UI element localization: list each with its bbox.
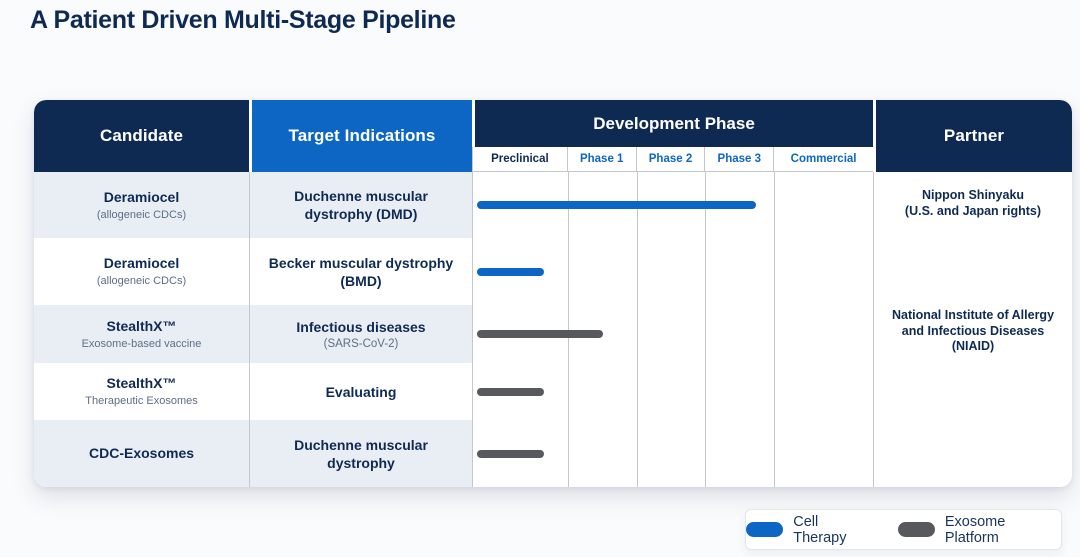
target-text: Duchenne muscular [294,188,428,204]
target-text: Evaluating [325,383,397,400]
phase-subheader-phase2: Phase 2 [637,147,706,171]
legend-label: Cell Therapy [793,513,847,546]
legend-label: Exosome Platform [944,513,1006,546]
column-divider [636,172,638,487]
target-text: Duchenne muscular [294,436,428,453]
development-phase-column: Development Phase Preclinical Phase 1 Ph… [472,100,873,487]
candidate-name: StealthX™ [106,375,177,391]
progress-bar-exosome-platform [477,387,544,396]
partner-header: Partner [873,100,1072,172]
target-text: dystrophy (DMD) [304,206,418,222]
target-cell: Evaluating [250,363,472,420]
phase-subheader-phase1: Phase 1 [568,147,637,171]
target-indications-column: Target Indications Duchenne muscular dys… [249,100,472,487]
progress-bar-exosome-platform [477,449,544,458]
column-divider [774,172,776,487]
progress-bar-exosome-platform [477,330,603,338]
phase-subheader-commercial: Commercial [790,153,857,165]
candidate-header: Candidate [34,100,249,172]
partner-text: Nippon Shinyaku [921,188,1025,202]
candidate-subtitle: Therapeutic Exosomes [85,395,198,407]
partner-text: and Infectious Diseases [901,323,1045,338]
target-text: dystrophy [327,454,395,471]
partner-entry: Nippon Shinyaku (U.S. and Japan rights) [882,188,1064,219]
candidate-cell: CDC-Exosomes [34,420,249,487]
target-cell: Infectious diseases (SARS-CoV-2) [250,305,472,363]
phase-row [473,305,873,363]
pipeline-table: Candidate Deramiocel (allogeneic CDCs) D… [34,100,1072,487]
candidate-cell: StealthX™ Exosome-based vaccine [34,305,249,363]
candidate-subtitle: (allogeneic CDCs) [96,275,187,287]
candidate-name: Deramiocel [103,255,180,271]
candidate-column: Candidate Deramiocel (allogeneic CDCs) D… [34,100,249,487]
target-cell: Duchenne muscular dystrophy [250,420,472,487]
target-cell: Becker muscular dystrophy (BMD) [250,238,472,305]
phase-row [473,420,873,487]
exosome-platform-swatch-icon [897,522,935,537]
phase-subheader-phase3: Phase 3 [705,147,775,171]
legend-item-exosome-platform: Exosome Platform [897,513,1061,546]
candidate-subtitle: Exosome-based vaccine [81,337,202,350]
partner-text: (NIAID) [951,339,995,353]
candidate-name: Deramiocel [103,188,180,205]
progress-bar-cell-therapy [477,201,757,209]
partner-entry: National Institute of Allergy and Infect… [882,308,1064,355]
candidate-cell: StealthX™ Therapeutic Exosomes [34,363,249,420]
legend-item-cell-therapy: Cell Therapy [746,514,874,546]
target-indications-header: Target Indications [249,100,472,172]
target-text: Becker muscular dystrophy [268,254,454,271]
candidate-name: StealthX™ [106,317,177,334]
target-cell: Duchenne muscular dystrophy (DMD) [250,172,472,238]
development-phase-header: Development Phase [472,100,873,147]
phase-row [473,363,873,420]
target-text: (BMD) [340,272,382,289]
partner-column: Partner Nippon Shinyaku (U.S. and Japan … [873,100,1072,487]
page-title: A Patient Driven Multi-Stage Pipeline [30,6,456,34]
candidate-name: CDC-Exosomes [88,445,195,461]
partner-text: National Institute of Allergy [891,308,1055,322]
target-text: Infectious diseases [296,318,426,335]
column-divider [705,172,707,487]
column-divider [567,172,569,487]
phase-subheader-preclinical: Preclinical [473,147,568,171]
candidate-cell: Deramiocel (allogeneic CDCs) [34,172,249,238]
phase-grid [472,172,873,487]
cell-therapy-swatch-icon [746,522,784,537]
partner-text: (U.S. and Japan rights) [904,203,1042,218]
phase-row [473,238,873,305]
progress-bar-cell-therapy [477,267,544,276]
candidate-cell: Deramiocel (allogeneic CDCs) [34,238,249,305]
candidate-subtitle: (allogeneic CDCs) [96,208,187,221]
phase-row [473,172,873,238]
phase-subheader-row: Preclinical Phase 1 Phase 2 Phase 3 Comm… [472,147,873,172]
legend: Cell Therapy Exosome Platform [745,509,1062,550]
target-subtitle: (SARS-CoV-2) [323,337,399,350]
